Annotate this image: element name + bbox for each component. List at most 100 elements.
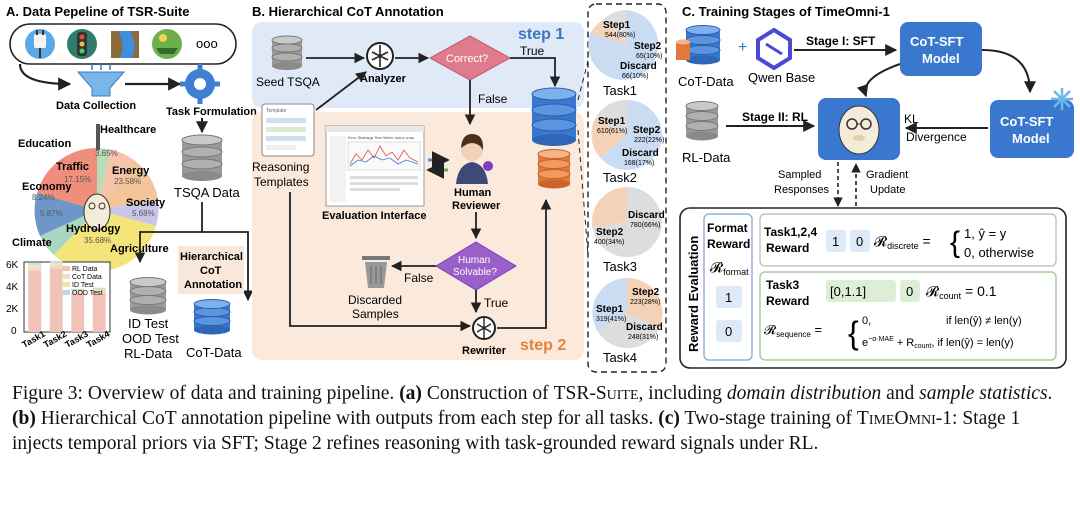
task4-step2-val: 223(28%) <box>630 299 660 306</box>
task4-step2: Step2 <box>632 287 660 298</box>
domain-society: Society <box>126 197 166 209</box>
qwen-base-label: Qwen Base <box>748 70 815 85</box>
sampled-label: Sampled <box>778 169 821 181</box>
caption-c-text: Two-stage training of <box>679 408 857 429</box>
task4-step1: Step1 <box>596 304 624 315</box>
domain-traffic-pct: 17.15% <box>64 175 91 184</box>
snowflake-icon <box>1051 88 1073 110</box>
domain-healthcare: Healthcare <box>100 124 156 136</box>
bar-cot-data <box>49 264 63 269</box>
stage2-label: Stage II: RL <box>742 110 808 124</box>
bar-ood-test <box>71 288 85 290</box>
reward-evaluation-label: Reward Evaluation <box>686 236 701 352</box>
task2-step1: Step1 <box>598 116 626 127</box>
rl-data-db-icon <box>685 101 719 141</box>
format-value-0: 0 <box>725 324 732 339</box>
kl-label: KL <box>904 112 919 126</box>
domain-economy: Economy <box>22 181 72 193</box>
rl-database-icon <box>129 277 167 315</box>
ytick-label: 0 <box>11 326 17 337</box>
t3-zero-box <box>900 280 920 302</box>
task3-step2: Step2 <box>596 227 624 238</box>
legend-label: ID Test <box>72 282 94 289</box>
caption-c-text2: : Stage 1 injects temporal priors via SF… <box>12 408 1021 454</box>
seq-exp: −α·MAE <box>868 336 894 343</box>
task3-discard-val: 780(66%) <box>630 222 660 229</box>
data-collection-label: Data Collection <box>56 100 136 112</box>
rl-data-label: RL-Data <box>124 346 173 361</box>
discarded-samples-2: Samples <box>352 307 399 321</box>
r-count-val: = 0.1 <box>961 283 997 299</box>
task2-step1-val: 610(61%) <box>597 128 627 135</box>
r-seq-script: 𝓡 <box>764 322 777 337</box>
cot-data-c-label: CoT-Data <box>678 74 734 89</box>
task2-discard: Discard <box>622 148 659 159</box>
false-label-1: False <box>478 92 508 106</box>
task3-discard: Discard <box>628 210 665 221</box>
bar-rl-data <box>92 293 106 332</box>
update-label: Update <box>870 184 905 196</box>
t3-zero: 0 <box>906 284 913 299</box>
ytick-label: 2K <box>6 304 19 315</box>
rewriter-icon <box>472 316 496 340</box>
legend-label: RL Data <box>72 266 98 273</box>
field-icon <box>152 29 182 59</box>
tsqa-database-icon <box>181 134 223 181</box>
task4-pie <box>592 277 663 349</box>
bar-cot-data <box>71 291 85 295</box>
figure-caption: Figure 3: Overview of data and training … <box>12 381 1070 456</box>
seq-count-sub: count <box>914 343 931 350</box>
task2-pie <box>591 99 662 170</box>
panel-c-title: C. Training Stages of TimeOmni-1 <box>682 4 890 19</box>
true-label-2: True <box>484 296 509 310</box>
gear-icon <box>180 64 220 104</box>
task3-label-2: Reward <box>766 294 809 308</box>
exchange-arrows-icon <box>426 151 450 179</box>
cot-data-db-icon <box>676 25 721 65</box>
caption-b-text: Hierarchical CoT annotation pipeline wit… <box>35 408 659 429</box>
discrete-case-1: 1, ŷ = y <box>964 226 1007 241</box>
true-label-1: True <box>520 44 545 58</box>
cot-data-label: CoT-Data <box>186 345 242 360</box>
task1-label: Task1 <box>603 83 637 98</box>
correct-label: Correct? <box>446 53 488 65</box>
cot-sft-model-2: Model <box>922 51 960 66</box>
domain-energy: Energy <box>112 165 150 177</box>
human-reviewer-1: Human <box>454 187 492 199</box>
cot-sft-model-box <box>900 22 982 76</box>
legend-swatch <box>62 282 70 287</box>
trash-icon <box>362 256 390 288</box>
legend-label: OOD Test <box>72 290 103 297</box>
legend-swatch <box>62 290 70 295</box>
seq-case-1b: if len(ŷ) ≠ len(y) <box>946 315 1022 327</box>
policy-model-llama <box>818 98 900 160</box>
eval-title: Error: Discharge Time Series: ruta cr cr… <box>348 136 414 140</box>
task2-step2: Step2 <box>633 125 661 136</box>
template-doc-title: Template <box>266 108 287 114</box>
format-reward-1: Format <box>707 221 748 235</box>
task1-step2: Step2 <box>634 41 662 52</box>
plug-icon <box>25 29 55 59</box>
r-count-sub: count <box>939 291 962 301</box>
domain-education: Education <box>18 138 71 150</box>
qwen-logo-icon <box>756 27 792 71</box>
task124-reward-box <box>759 213 1057 267</box>
task124-label-2: Reward <box>766 241 809 255</box>
annotated-database-orange <box>537 149 571 189</box>
figure: A. Data Pepeline of TSR-Suite ooo <box>6 3 1074 373</box>
caption-fig: Figure 3: Overview of data and training … <box>12 383 400 404</box>
reasoning-templates-1: Reasoning <box>252 160 309 174</box>
bar-ood-test <box>92 287 106 289</box>
task3-label: Task3 <box>603 259 637 274</box>
step1-label: step 1 <box>518 26 564 43</box>
frozen-cot-sft-model-2: Model <box>1012 131 1050 146</box>
more-sources-dots: ooo <box>196 36 218 51</box>
task4-step1-val: 319(41%) <box>596 316 626 323</box>
discrete-brace: { <box>950 226 960 259</box>
legend-label: CoT Data <box>72 274 102 281</box>
bar-id-test <box>92 288 106 290</box>
responses-label: Responses <box>774 184 830 196</box>
caption-a-text: Construction of <box>421 383 554 404</box>
panel-a: A. Data Pepeline of TSR-Suite ooo <box>6 4 257 361</box>
hier-cot-box <box>178 246 244 294</box>
